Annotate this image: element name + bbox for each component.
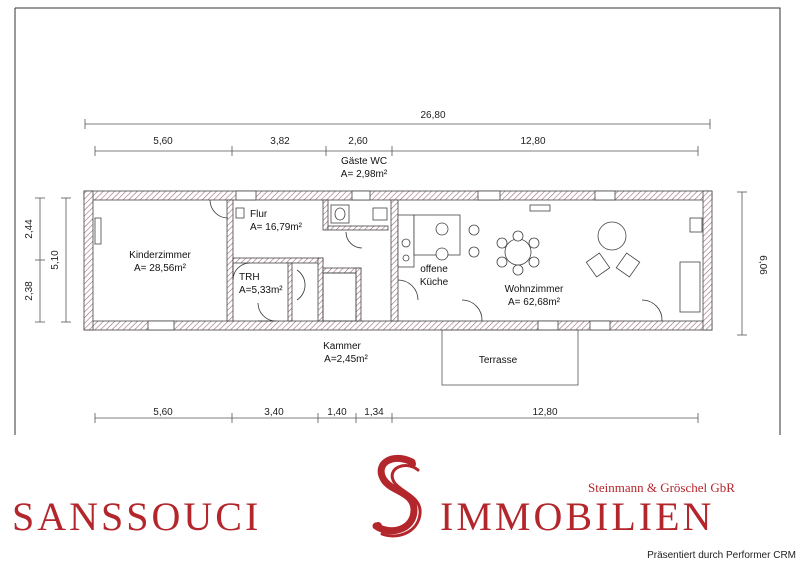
dim-left-1: 2,44 xyxy=(24,219,35,239)
outer-walls xyxy=(83,190,713,331)
dimension-bottom-line xyxy=(94,413,699,423)
room-kammer-name: Kammer xyxy=(323,341,361,352)
wc-fixtures xyxy=(235,204,388,224)
floor-plan: 26,80 5,60 3,82 2,60 12,80 2,44 2,38 5,1… xyxy=(14,7,781,435)
room-kueche-name2: Küche xyxy=(420,277,449,288)
room-trh-area: A=5,33m² xyxy=(239,285,283,296)
dimension-right-line xyxy=(737,191,747,336)
dim-bottom-5: 12,80 xyxy=(532,407,557,418)
windows xyxy=(94,190,703,331)
brand-name-right: IMMOBILIEN xyxy=(440,494,715,539)
kitchen-counter xyxy=(397,214,480,268)
dim-left-2: 2,38 xyxy=(24,281,35,301)
drawing-frame xyxy=(14,7,781,435)
dimension-left-lines xyxy=(35,197,71,323)
dimension-overall xyxy=(84,119,711,129)
room-kinder-area: A= 28,56m² xyxy=(134,263,187,274)
room-kueche-name1: offene xyxy=(420,264,448,275)
brand-name-left: SANSSOUCI xyxy=(12,494,262,539)
dim-overall-label: 26,80 xyxy=(420,110,445,121)
dim-right-total: 6,06 xyxy=(757,255,768,275)
room-flur-name: Flur xyxy=(250,209,268,220)
room-kammer-area: A=2,45m² xyxy=(324,354,368,365)
door-swings xyxy=(209,199,663,322)
brand-subtitle: Steinmann & Gröschel GbR xyxy=(588,480,735,495)
presented-by-text: Präsentiert durch Performer CRM xyxy=(647,550,796,561)
dim-bottom-1: 5,60 xyxy=(153,407,173,418)
dimension-top-line xyxy=(94,146,699,156)
terrasse-outline xyxy=(441,329,579,386)
living-furniture xyxy=(496,221,701,313)
dim-top-2: 3,82 xyxy=(270,136,290,147)
dim-top-3: 2,60 xyxy=(348,136,368,147)
dim-left-total: 5,10 xyxy=(50,250,61,270)
room-kinder-name: Kinderzimmer xyxy=(129,250,191,261)
room-terrasse-name: Terrasse xyxy=(479,355,518,366)
room-flur-area: A= 16,79m² xyxy=(250,222,303,233)
room-wohn-area: A= 62,68m² xyxy=(508,297,561,308)
interior-walls xyxy=(226,199,399,322)
dim-top-4: 12,80 xyxy=(520,136,545,147)
dim-bottom-4: 1,34 xyxy=(364,407,384,418)
room-gaeste-area: A= 2,98m² xyxy=(341,169,388,180)
room-gaeste-name: Gäste WC xyxy=(341,156,387,167)
room-trh-name: TRH xyxy=(239,272,260,283)
kammer-box xyxy=(322,272,357,322)
dim-bottom-3: 1,40 xyxy=(327,407,347,418)
room-wohn-name: Wohnzimmer xyxy=(505,284,564,295)
ss-monogram-logo xyxy=(372,454,422,538)
dim-bottom-2: 3,40 xyxy=(264,407,284,418)
dim-top-1: 5,60 xyxy=(153,136,173,147)
